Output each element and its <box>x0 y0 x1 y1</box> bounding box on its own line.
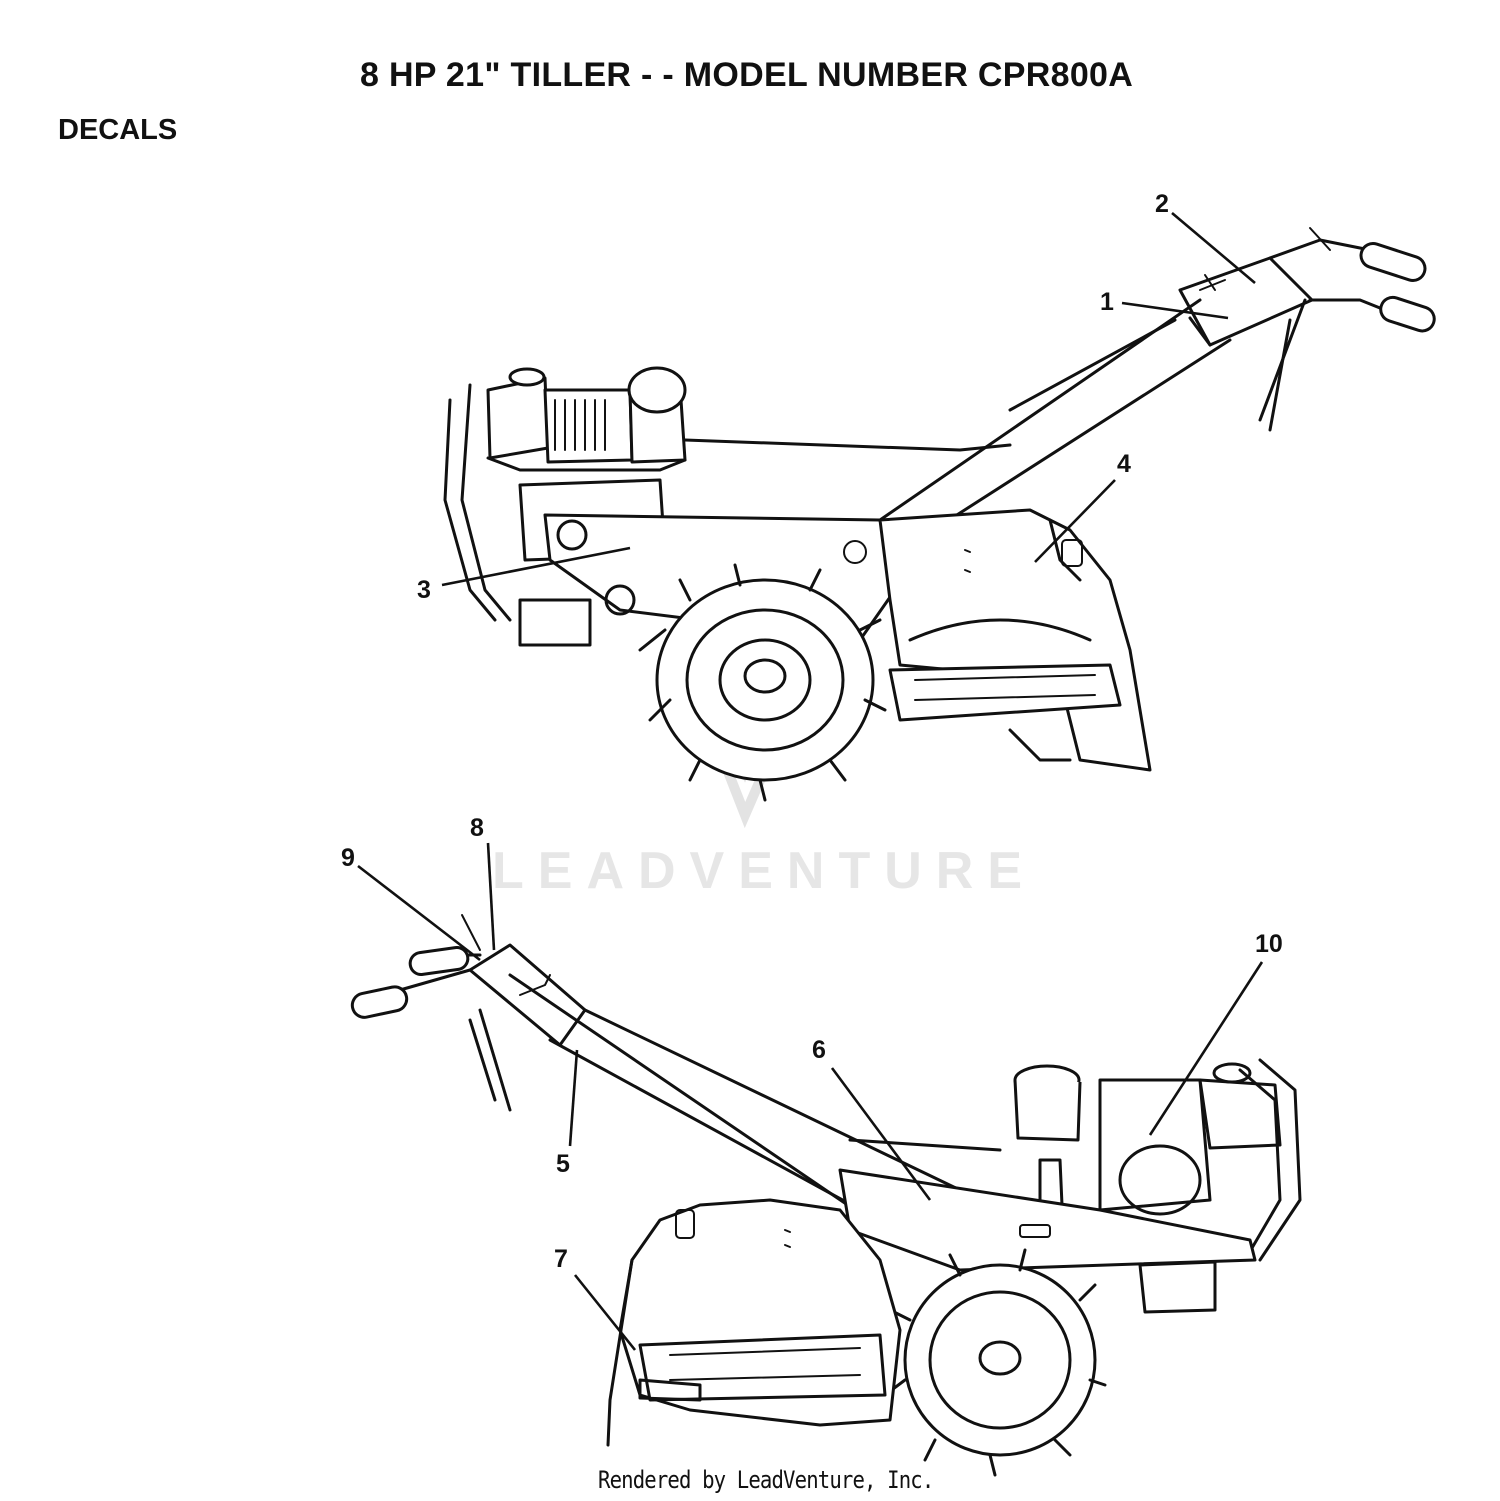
callout-3: 3 <box>417 576 431 604</box>
top-tiller-drawing <box>443 227 1436 802</box>
bottom-engine <box>848 1058 1302 1314</box>
bottom-tiller-drawing <box>350 914 1302 1477</box>
callout-5: 5 <box>556 1150 570 1178</box>
callout-1: 1 <box>1100 288 1114 316</box>
callout-8: 8 <box>470 814 484 842</box>
top-wheel <box>638 563 887 802</box>
bottom-handlebar <box>350 914 962 1217</box>
leader-2 <box>1171 212 1256 284</box>
callout-2: 2 <box>1155 190 1169 218</box>
page-title: 8 HP 21" TILLER - - MODEL NUMBER CPR800A <box>360 56 1134 94</box>
leader-3 <box>441 546 631 587</box>
callout-labels: 1 2 3 4 5 6 7 8 9 10 <box>341 190 1283 1273</box>
leader-9 <box>357 864 481 962</box>
top-handlebar <box>878 227 1436 547</box>
callout-leaders <box>357 212 1264 1351</box>
leader-5 <box>568 1049 579 1147</box>
cooling-fins <box>554 399 606 451</box>
footer-credit: Rendered by LeadVenture, Inc. <box>598 1466 934 1494</box>
bottom-tine-hood <box>606 1198 902 1447</box>
leader-6 <box>830 1067 932 1201</box>
callout-9: 9 <box>341 844 355 872</box>
leader-1 <box>1121 301 1229 320</box>
callout-4: 4 <box>1117 450 1131 478</box>
leader-7 <box>573 1274 637 1351</box>
top-tine-hood <box>878 508 1152 772</box>
callout-7: 7 <box>554 1245 568 1273</box>
top-engine <box>443 366 1012 622</box>
callout-10: 10 <box>1255 930 1283 958</box>
callout-6: 6 <box>812 1036 826 1064</box>
leader-4 <box>1034 479 1116 563</box>
bottom-wheel <box>883 1248 1107 1477</box>
section-heading: DECALS <box>58 114 178 146</box>
leader-10 <box>1148 961 1264 1136</box>
leader-8 <box>486 842 496 951</box>
watermark-text: LEADVENTURE <box>492 842 1036 900</box>
